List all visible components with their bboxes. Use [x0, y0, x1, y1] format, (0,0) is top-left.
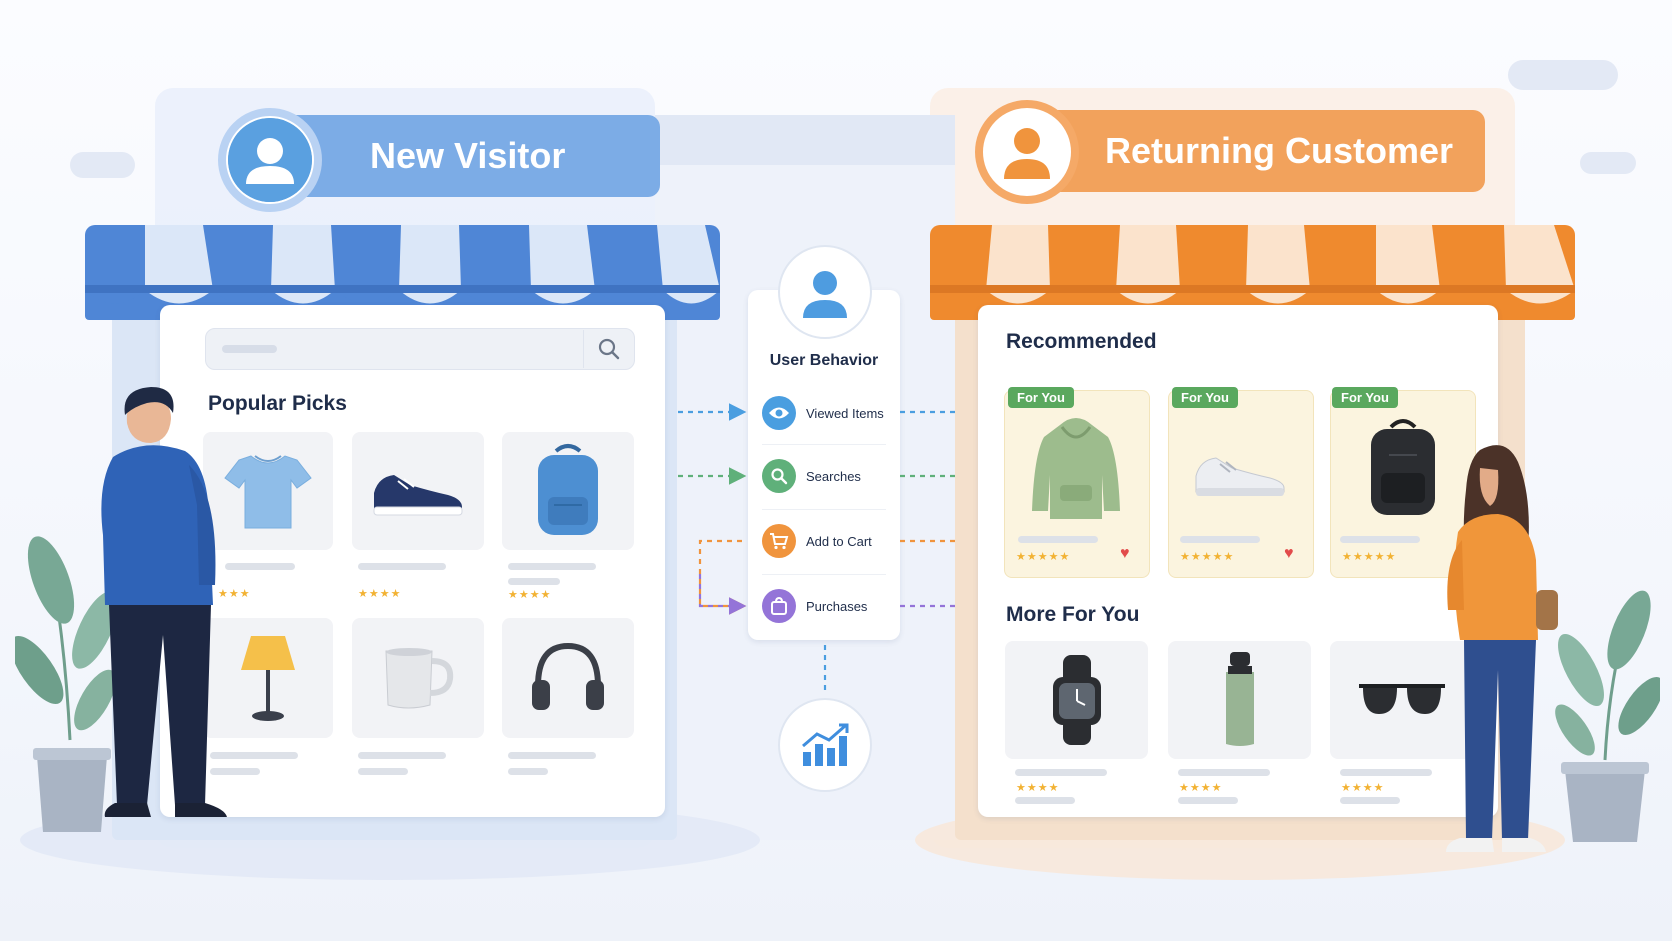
product-name-placeholder — [358, 563, 446, 570]
analytics-circle — [778, 698, 872, 792]
for-you-badge: For You — [1008, 387, 1074, 408]
product-card-sneaker[interactable] — [352, 432, 484, 550]
product-name-placeholder — [1340, 536, 1420, 543]
heart-icon[interactable]: ♥ — [1284, 545, 1294, 562]
cloud-decoration — [1508, 60, 1618, 90]
recommended-title: Recommended — [1006, 330, 1157, 353]
returning-customer-avatar — [975, 100, 1079, 204]
heart-icon[interactable]: ♥ — [1120, 545, 1130, 562]
product-price-placeholder — [508, 578, 560, 585]
bag-icon — [762, 589, 796, 623]
sneaker-icon — [1195, 457, 1285, 496]
behavior-label: Searches — [806, 468, 861, 484]
user-icon — [803, 271, 847, 318]
separator — [762, 574, 886, 575]
product-name-placeholder — [1180, 536, 1260, 543]
product-name-placeholder — [1178, 769, 1270, 776]
search-icon — [762, 459, 796, 493]
returning-customer-title: Returning Customer — [1105, 130, 1454, 171]
eye-icon — [762, 396, 796, 430]
separator — [762, 509, 886, 510]
behavior-title: User Behavior — [769, 352, 879, 369]
product-name-placeholder — [1015, 769, 1107, 776]
cloud-decoration — [1580, 152, 1636, 174]
analytics-chart-icon — [802, 723, 849, 766]
product-price-placeholder — [1015, 797, 1075, 804]
returning-customer-header: Returning Customer — [1030, 110, 1485, 192]
product-name-placeholder — [225, 563, 295, 570]
product-card-lamp[interactable] — [203, 618, 333, 738]
awning-stripes — [930, 225, 1575, 320]
bottle-icon — [1225, 652, 1254, 746]
product-name-placeholder — [358, 752, 446, 759]
rating-stars: ★★★★★ — [1016, 551, 1071, 563]
plant-illustration-left — [15, 536, 118, 832]
cart-icon — [762, 524, 796, 558]
product-price-placeholder — [508, 768, 548, 775]
product-card-mug[interactable] — [352, 618, 484, 738]
behavior-item-viewed[interactable]: Viewed Items — [762, 395, 884, 431]
separator — [762, 444, 886, 445]
backpack-icon — [538, 444, 598, 535]
product-name-placeholder — [508, 752, 596, 759]
behavior-label: Purchases — [806, 598, 868, 614]
search-icon[interactable] — [597, 337, 621, 361]
new-visitor-title: New Visitor — [370, 135, 566, 176]
product-name-placeholder — [1018, 536, 1098, 543]
search-placeholder-bar — [222, 345, 277, 353]
returning-customer-person — [1446, 445, 1558, 852]
more-for-you-title: More For You — [1006, 603, 1140, 626]
product-name-placeholder — [1340, 769, 1432, 776]
behavior-item-add-to-cart[interactable]: Add to Cart — [762, 523, 872, 559]
product-card-watch[interactable] — [1005, 641, 1148, 759]
sunglasses-icon — [1358, 684, 1445, 714]
popular-picks-title: Popular Picks — [208, 392, 347, 415]
returning-customer-awning — [930, 225, 1575, 320]
new-visitor-awning — [85, 225, 720, 320]
product-price-placeholder — [1340, 797, 1400, 804]
rating-stars: ★★★ — [218, 588, 251, 600]
product-price-placeholder — [1178, 797, 1238, 804]
rating-stars: ★★★★ — [1016, 782, 1060, 794]
rating-stars: ★★★★★ — [1180, 551, 1235, 563]
tshirt-icon — [224, 455, 312, 529]
product-card-bottle[interactable] — [1168, 641, 1311, 759]
behavior-item-searches[interactable]: Searches — [762, 458, 861, 494]
headphones-icon — [532, 642, 604, 710]
behavior-item-purchases[interactable]: Purchases — [762, 588, 867, 624]
center-backdrop-bar — [655, 115, 955, 165]
new-visitor-avatar — [218, 108, 322, 212]
behavior-label: Viewed Items — [806, 405, 884, 421]
product-name-placeholder — [210, 752, 298, 759]
user-icon — [1004, 128, 1050, 179]
for-you-badge: For You — [1172, 387, 1238, 408]
behavior-avatar — [778, 245, 872, 339]
product-card-backpack[interactable] — [502, 432, 634, 550]
cloud-decoration — [70, 152, 135, 178]
lamp-icon — [241, 636, 295, 721]
user-icon — [228, 118, 312, 202]
new-visitor-person — [101, 387, 227, 817]
sneaker-icon — [373, 475, 463, 516]
watch-icon — [1052, 655, 1101, 745]
plant-illustration-right — [1555, 590, 1660, 842]
product-card-tshirt[interactable] — [203, 432, 333, 550]
rating-stars: ★★★★ — [358, 588, 402, 600]
product-name-placeholder — [508, 563, 596, 570]
rating-stars: ★★★★ — [508, 589, 552, 601]
product-card-sunglasses[interactable] — [1330, 641, 1473, 759]
rating-stars: ★★★★ — [1179, 782, 1223, 794]
product-price-placeholder — [358, 768, 408, 775]
mug-icon — [385, 648, 454, 709]
for-you-badge: For You — [1332, 387, 1398, 408]
awning-stripes — [85, 225, 720, 320]
product-price-placeholder — [210, 768, 260, 775]
product-card-headphones[interactable] — [502, 618, 634, 738]
search-divider — [583, 330, 584, 368]
behavior-label: Add to Cart — [806, 533, 872, 549]
rating-stars: ★★★★ — [1341, 782, 1385, 794]
backpack-icon — [1371, 419, 1435, 515]
rating-stars: ★★★★★ — [1342, 551, 1397, 563]
hoodie-icon — [1032, 418, 1120, 519]
